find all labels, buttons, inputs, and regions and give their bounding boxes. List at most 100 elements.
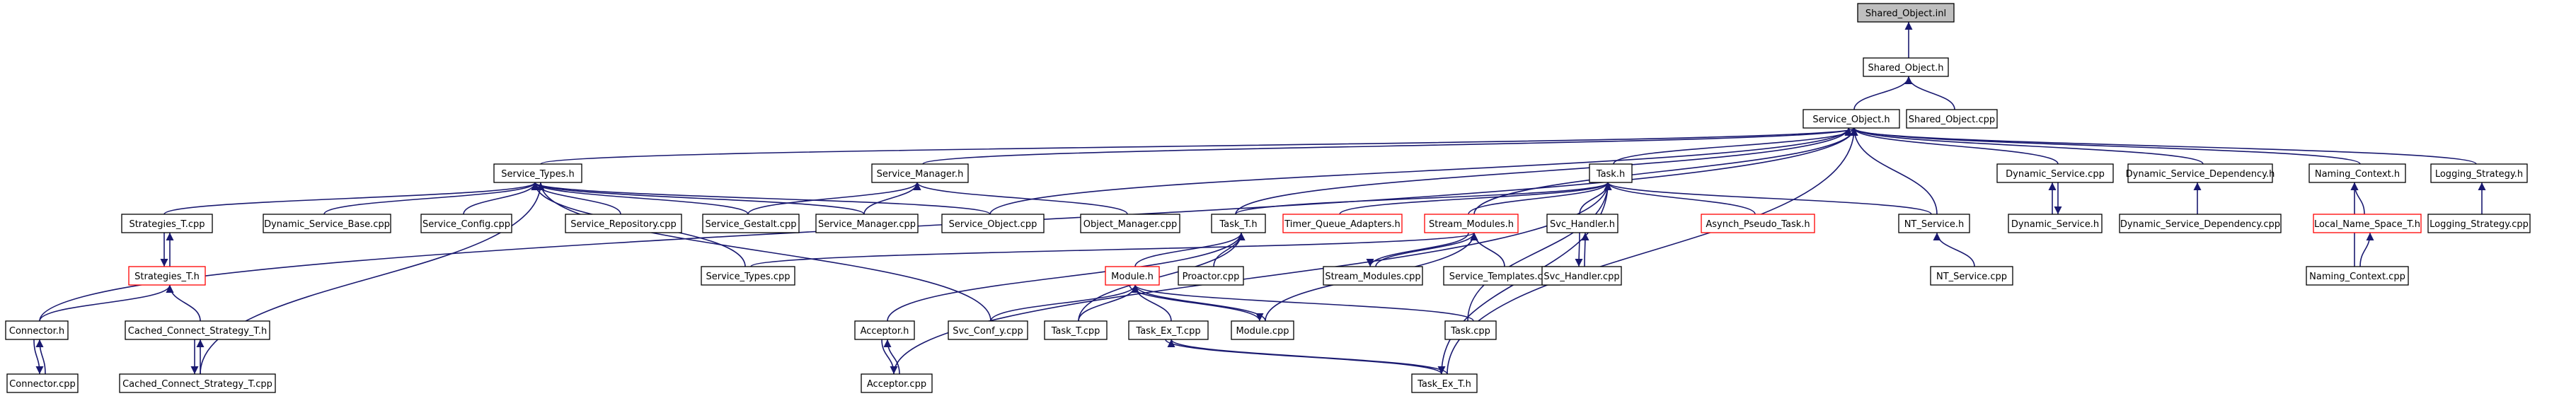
node-box (125, 320, 270, 340)
node-box (1231, 320, 1294, 340)
node-cached-connect-strategy-t-h[interactable]: Cached_Connect_Strategy_T.h (125, 320, 270, 340)
node-naming-context-h[interactable]: Naming_Context.h (2308, 163, 2406, 183)
edge-acceptor-cpp-to-acceptor-h (883, 339, 900, 375)
node-dynamic-service-h[interactable]: Dynamic_Service.h (2008, 214, 2103, 233)
node-module-cpp[interactable]: Module.cpp (1231, 320, 1294, 340)
node-asynch-pseudo-task-h[interactable]: Asynch_Pseudo_Task.h (1701, 214, 1815, 233)
node-box (1857, 3, 1955, 23)
node-logging-strategy-h[interactable]: Logging_Strategy.h (2430, 163, 2528, 183)
node-label: Dynamic_Service.cpp (2006, 169, 2105, 180)
node-service-repository-cpp[interactable]: Service_Repository.cpp (565, 214, 682, 233)
edge-service-manager-cpp-to-service-manager-h (863, 182, 921, 215)
node-label: Service_Config.cpp (422, 219, 510, 230)
node-proactor-cpp[interactable]: Proactor.cpp (1178, 266, 1244, 286)
edge-connector-h-to-connector-cpp (33, 339, 44, 375)
node-acceptor-h[interactable]: Acceptor.h (854, 320, 915, 340)
node-box (1444, 320, 1497, 340)
node-connector-cpp[interactable]: Connector.cpp (6, 373, 79, 393)
node-box (1178, 266, 1244, 286)
node-task-cpp[interactable]: Task.cpp (1444, 320, 1497, 340)
node-service-config-cpp[interactable]: Service_Config.cpp (420, 214, 512, 233)
edge-cached-connect-strategy-t-h-to-strategies-t-h (166, 284, 201, 322)
node-svc-handler-cpp[interactable]: Svc_Handler.cpp (1541, 266, 1622, 286)
node-stream-modules-h[interactable]: Stream_Modules.h (1424, 214, 1519, 233)
node-box (1863, 57, 1949, 77)
node-label: Shared_Object.h (1868, 63, 1944, 74)
node-timer-queue-adapters-h[interactable]: Timer_Queue_Adapters.h (1282, 214, 1403, 233)
node-task-t-h[interactable]: Task_T.h (1211, 214, 1266, 233)
node-task-ex-t-cpp[interactable]: Task_Ex_T.cpp (1128, 320, 1209, 340)
node-box (420, 214, 512, 233)
edge-nt-service-cpp-to-nt-service-h (1933, 232, 1975, 267)
node-service-manager-h[interactable]: Service_Manager.h (871, 163, 969, 183)
node-label: Asynch_Pseudo_Task.h (1706, 219, 1810, 230)
node-box (854, 320, 915, 340)
node-task-t-cpp[interactable]: Task_T.cpp (1044, 320, 1108, 340)
node-acceptor-cpp[interactable]: Acceptor.cpp (861, 373, 933, 393)
node-shared-object-cpp[interactable]: Shared_Object.cpp (1906, 109, 1998, 129)
edge-module-cpp-to-module-h (1131, 284, 1266, 322)
node-service-types-cpp[interactable]: Service_Types.cpp (701, 266, 795, 286)
node-label: Service_Repository.cpp (570, 219, 677, 230)
node-task-ex-t-h[interactable]: Task_Ex_T.h (1411, 373, 1478, 393)
node-box (1105, 266, 1160, 286)
node-object-manager-cpp[interactable]: Object_Manager.cpp (1080, 214, 1180, 233)
node-label: Service_Manager.cpp (818, 219, 916, 230)
node-dynamic-service-base-cpp[interactable]: Dynamic_Service_Base.cpp (263, 214, 391, 233)
edge-strategies-t-cpp-to-service-types-h (163, 182, 539, 215)
node-box (1589, 163, 1633, 183)
node-strategies-t-cpp[interactable]: Strategies_T.cpp (121, 214, 213, 233)
node-box (1701, 214, 1815, 233)
node-stream-modules-cpp[interactable]: Stream_Modules.cpp (1323, 266, 1423, 286)
node-service-manager-cpp[interactable]: Service_Manager.cpp (815, 214, 919, 233)
node-box (871, 163, 969, 183)
node-service-object-h[interactable]: Service_Object.h (1802, 109, 1900, 129)
node-nt-service-cpp[interactable]: NT_Service.cpp (1930, 266, 2013, 286)
node-service-gestalt-cpp[interactable]: Service_Gestalt.cpp (702, 214, 800, 233)
node-task-h[interactable]: Task.h (1589, 163, 1633, 183)
node-label: Service_Object.h (1812, 115, 1890, 125)
node-box (119, 373, 276, 393)
node-local-name-space-t-h[interactable]: Local_Name_Space_T.h (2313, 214, 2422, 233)
node-label: Dynamic_Service.h (2011, 219, 2099, 230)
node-box (1080, 214, 1180, 233)
edge-stream-modules-h-to-stream-modules-cpp (1366, 232, 1469, 267)
node-cached-connect-strategy-t-cpp[interactable]: Cached_Connect_Strategy_T.cpp (119, 373, 276, 393)
node-label: Dynamic_Service_Dependency.cpp (2120, 219, 2280, 230)
node-svc-handler-h[interactable]: Svc_Handler.h (1546, 214, 1618, 233)
node-logging-strategy-cpp[interactable]: Logging_Strategy.cpp (2427, 214, 2531, 233)
node-dynamic-service-dependency-cpp[interactable]: Dynamic_Service_Dependency.cpp (2119, 214, 2282, 233)
edge-task-ex-t-h-to-service-object-h (1447, 127, 1858, 375)
edge-task-cpp-to-task-h (1467, 182, 1612, 322)
node-svc-conf-y-cpp[interactable]: Svc_Conf_y.cpp (948, 320, 1028, 340)
edge-dynamic-service-base-cpp-to-service-types-h (323, 182, 539, 215)
node-service-object-cpp[interactable]: Service_Object.cpp (941, 214, 1045, 233)
node-shared-object-inl[interactable]: Shared_Object.inl (1857, 3, 1955, 23)
edge-acceptor-h-to-acceptor-cpp (881, 339, 898, 375)
edge-module-h-to-task-t-h (1134, 232, 1246, 267)
node-module-h[interactable]: Module.h (1105, 266, 1160, 286)
node-shared-object-h[interactable]: Shared_Object.h (1863, 57, 1949, 77)
node-label: Dynamic_Service_Dependency.h (2126, 169, 2275, 180)
edge-local-name-space-t-h-to-naming-context-h (2350, 182, 2365, 215)
node-box (6, 373, 79, 393)
node-dynamic-service-dependency-h[interactable]: Dynamic_Service_Dependency.h (2126, 163, 2275, 183)
node-label: Task_T.cpp (1051, 326, 1100, 337)
node-dynamic-service-cpp[interactable]: Dynamic_Service.cpp (1996, 163, 2114, 183)
node-nt-service-h[interactable]: NT_Service.h (1898, 214, 1970, 233)
node-connector-h[interactable]: Connector.h (5, 320, 69, 340)
node-label: Task.cpp (1450, 326, 1490, 337)
node-box (2430, 163, 2528, 183)
node-service-types-h[interactable]: Service_Types.h (493, 163, 582, 183)
node-service-templates-cpp[interactable]: Service_Templates.cpp (1443, 266, 1560, 286)
node-label: Naming_Context.h (2315, 169, 2400, 180)
node-box (263, 214, 391, 233)
node-strategies-t-h[interactable]: Strategies_T.h (128, 266, 206, 286)
node-label: NT_Service.h (1904, 219, 1965, 230)
node-box (2427, 214, 2531, 233)
edge-naming-context-cpp-to-local-name-space-t-h (2359, 232, 2374, 267)
edge-service-manager-cpp-to-service-types-h (531, 182, 865, 215)
node-box (1898, 214, 1970, 233)
node-naming-context-cpp[interactable]: Naming_Context.cpp (2306, 266, 2409, 286)
node-label: Cached_Connect_Strategy_T.h (128, 326, 267, 337)
